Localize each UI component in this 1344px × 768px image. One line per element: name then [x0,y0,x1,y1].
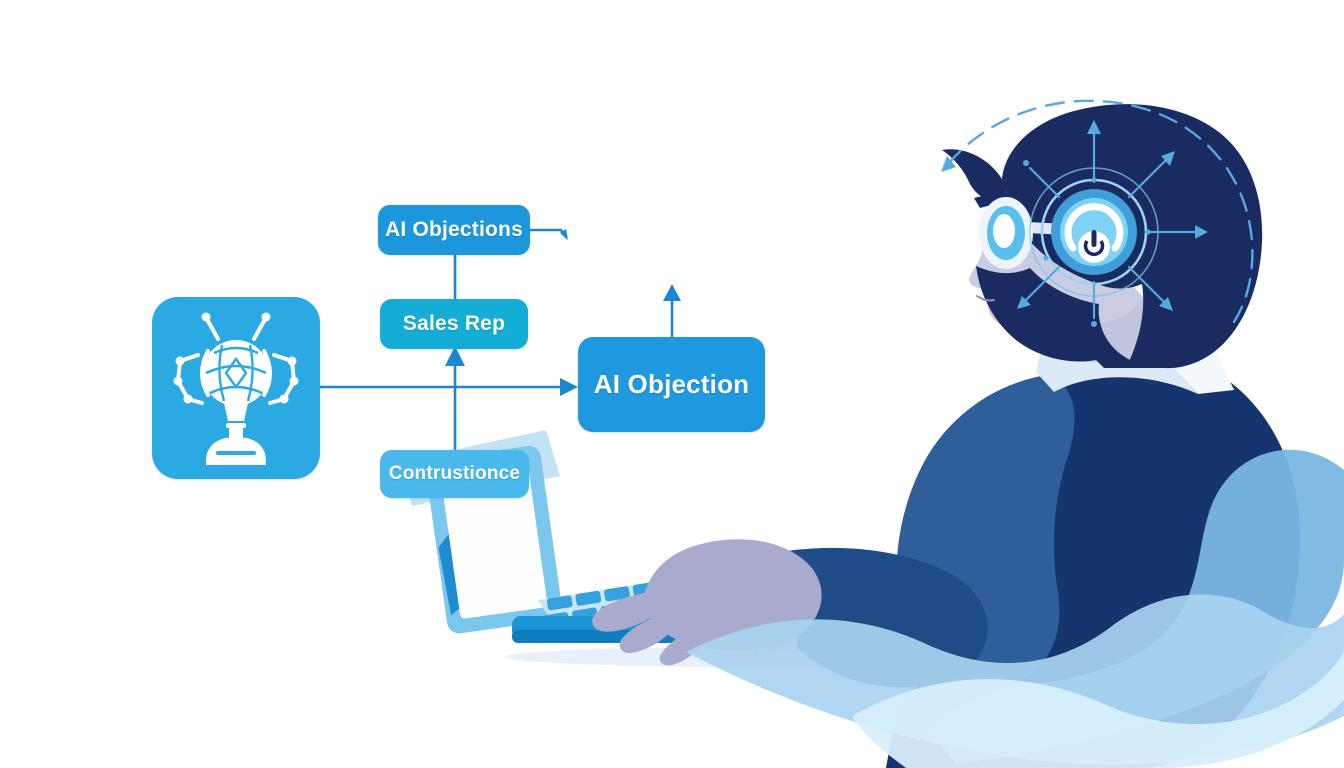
arrowhead-up-into-sales-rep [445,346,465,366]
power-touch-icon [1083,240,1105,257]
bulb-base [224,403,248,421]
wave-lightest [852,650,1344,768]
flowchart-box-ai-objection: AI Objection [578,337,765,432]
ray-up-left [1028,166,1061,199]
ray-down-left [1022,265,1061,304]
middle-finger [619,612,674,654]
flowchart-box-ai-objections: AI Objections [378,205,530,255]
ring-dot-top [1091,177,1097,183]
ray-arrow-right [1195,225,1208,239]
box-label: Contrustionce [388,463,521,484]
box-label: AI Objections [385,218,523,241]
tech-rays [1022,128,1200,320]
bracket-left [200,349,210,397]
arc-arrow [941,156,956,172]
ring-dot-left [1043,255,1049,261]
ray-arrow-down-right [1159,297,1173,311]
circuit-dots [173,312,299,404]
ring-finger [659,628,704,666]
glasses [979,197,1076,269]
flowchart-box-sales-rep: Sales Rep [380,299,528,349]
bulb [203,340,269,406]
flowchart-icon-box [152,297,320,479]
arrowhead-right-into-ai-objection [560,378,578,396]
abstract-waves [686,449,1344,768]
brain-facets [205,344,267,402]
flowchart-connectors [316,228,681,455]
box-label: Sales Rep [402,312,506,335]
lip-line [976,295,995,302]
antenna-right [252,319,266,341]
antenna-left [206,319,220,341]
key [546,595,573,611]
key [575,590,602,606]
screen-display [440,460,548,619]
ray-arrow-up [1087,120,1101,134]
bulb-base-line [226,423,246,428]
ai-brain-lightbulb-person-icon [173,312,299,465]
beard [976,266,1164,368]
ray-up-right [1127,156,1170,199]
ray-dot-down [1091,321,1097,327]
index-finger [592,592,655,632]
ray-down-right [1127,265,1168,306]
ray-arrow-down-left [1017,296,1031,309]
box-label: AI Objection [593,369,750,399]
person-slot [216,451,256,455]
eyebrow [974,188,1018,208]
ring-dot-right [1145,229,1151,235]
person-neck [229,427,243,439]
power-touch-bar [1091,230,1097,247]
glasses-lens-glare [993,214,1015,248]
arc-path [946,99,1254,324]
key [604,586,630,602]
headset-white-arc [1064,203,1124,252]
flowchart-box-contrustionce: Contrustionce [380,450,529,498]
tech-ray-tips [1017,120,1208,327]
hair-quiff [942,149,1006,200]
wave-light [686,594,1344,765]
ray-dot-up-left [1023,160,1029,166]
bracket-right [262,349,272,397]
ray-arrow-up-right [1161,151,1175,166]
dashed-arc [941,99,1254,324]
stub-tick [560,229,568,240]
screen-frame-accent [438,531,462,616]
arrowhead-up-from-ai-objection [663,284,681,301]
